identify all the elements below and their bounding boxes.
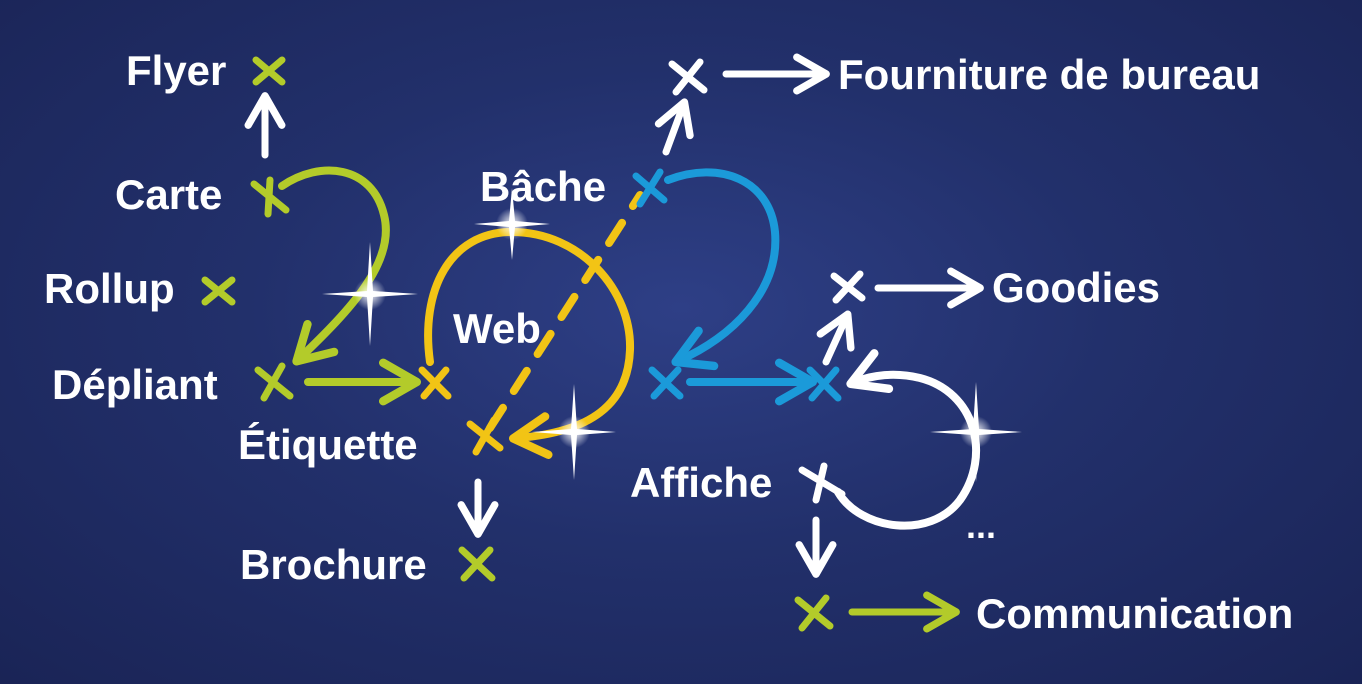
digit-0 (424, 191, 644, 459)
digit-5-curve (834, 349, 981, 530)
goodies-node-cross-icon (806, 366, 842, 402)
node-to-goodies-up-arrow (816, 310, 855, 366)
digit-2-second-curve (664, 168, 780, 371)
white-arrows (244, 53, 984, 578)
digit-2-first (278, 166, 421, 406)
etiquette-label: Étiquette (238, 421, 418, 468)
affiche-label: Affiche (630, 459, 773, 506)
sparkle-icon (532, 384, 616, 480)
sparkle-icon (322, 242, 418, 346)
carte-cross-icon (250, 176, 290, 218)
goodies-label: Goodies (992, 264, 1161, 311)
bache-to-fourniture-up-arrow (654, 98, 694, 156)
brochure-label: Brochure (240, 541, 427, 588)
sparkle-icon (930, 382, 1022, 482)
brochure-cross-icon (458, 546, 496, 582)
cross-markers (201, 56, 866, 632)
flyer-label: Flyer (126, 47, 227, 94)
ellipsis-label: ... (966, 505, 997, 546)
depliant-cross-icon (254, 362, 294, 402)
carte-label: Carte (115, 171, 223, 218)
communication-cross-icon (794, 594, 834, 632)
digit-0-dashed-line (486, 191, 644, 432)
depliant-label: Dépliant (52, 361, 218, 408)
affiche-cross-icon (798, 462, 846, 504)
digit-2-second (664, 168, 817, 406)
etiquette-cross-icon (466, 416, 504, 456)
bache-cross-icon (632, 168, 668, 208)
digit-5 (834, 349, 981, 530)
fourniture-label: Fourniture de bureau (838, 51, 1261, 98)
web-node-cross-icon (648, 366, 684, 400)
goodies-cross-icon (830, 270, 866, 304)
flyer-cross-icon (252, 56, 286, 86)
communication-label: Communication (976, 590, 1294, 637)
sparkles (322, 188, 1022, 482)
web-label: Web (453, 305, 541, 352)
bache-label: Bâche (480, 163, 607, 210)
digit-2-first-curve (278, 166, 390, 366)
etiquette-node-cross-icon (418, 366, 452, 400)
rollup-cross-icon (201, 276, 236, 306)
fourniture-cross-icon (668, 58, 708, 96)
rollup-label: Rollup (44, 265, 175, 312)
sparkle-icon (474, 188, 550, 260)
